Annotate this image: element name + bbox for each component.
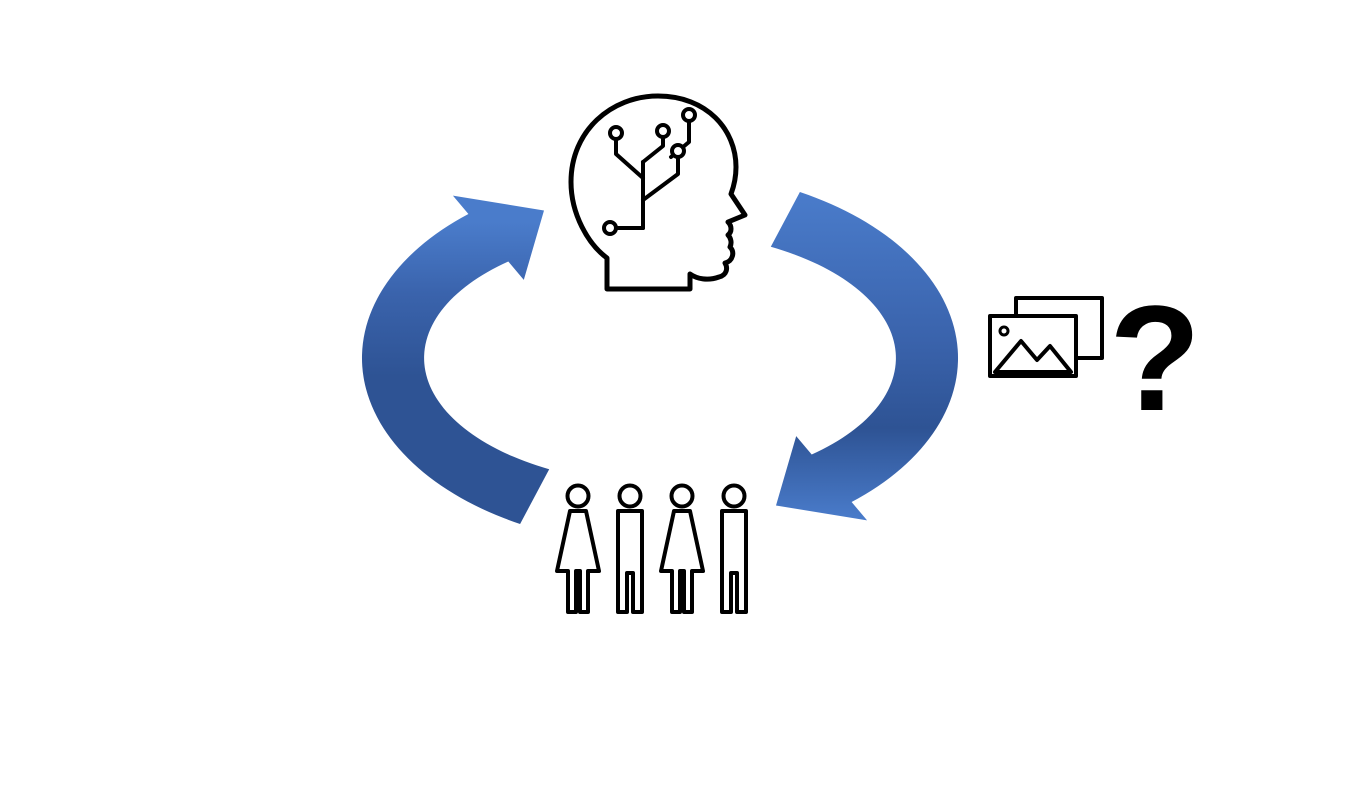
photo-stack-icon [988,296,1104,378]
circuit-node [608,125,624,141]
circuit-node [681,107,697,123]
people-group-icon [555,483,748,614]
circuit-node [602,220,618,236]
circuit-brain-icon [602,107,697,236]
sun-dot-icon [998,325,1010,337]
person-man-icon [616,483,644,614]
person-man-icon [720,483,748,614]
photo-front-frame [988,314,1078,378]
circuit-node [670,143,686,159]
person-woman-icon [555,483,601,614]
head-profile-outline [568,93,748,292]
person-woman-icon [659,483,705,614]
question-mark-text: ? [1109,274,1201,442]
arrow-ai-to-people [770,192,959,521]
circuit-node [655,123,671,139]
curved-arrow-up-icon [361,195,550,524]
arrow-people-to-ai [361,195,550,524]
ai-head-icon [568,93,748,292]
mountains-icon [993,339,1073,374]
curved-arrow-down-icon [770,192,959,521]
